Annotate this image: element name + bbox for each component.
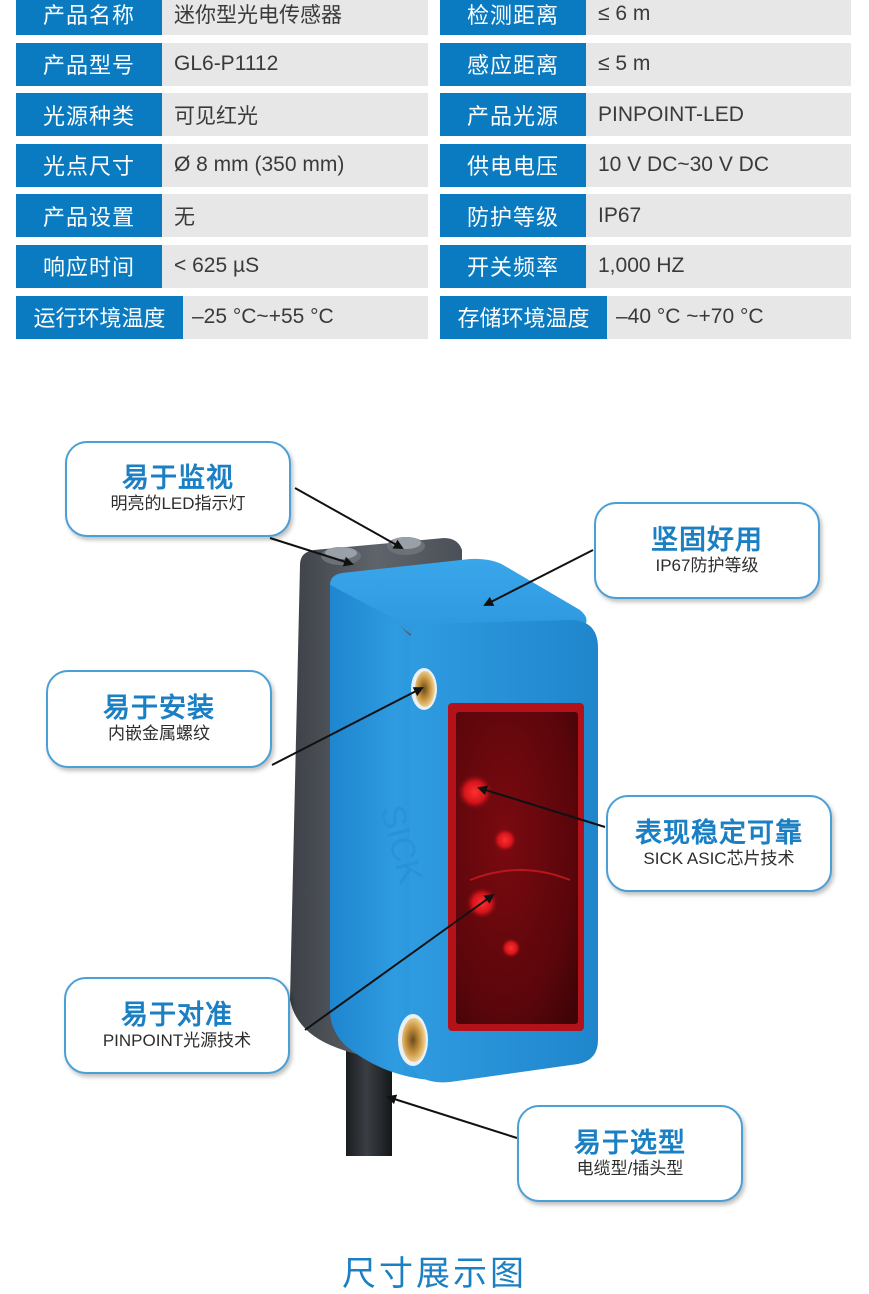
spec-label: 存储环境温度 — [440, 295, 607, 339]
spec-value: –25 °C~+55 °C — [192, 305, 334, 329]
callout-subtitle: PINPOINT光源技术 — [102, 1030, 252, 1050]
spec-row-light-source: 产品光源 PINPOINT-LED — [440, 93, 851, 137]
spec-row-storage-temp: 存储环境温度 –40 °C ~+70 °C — [440, 295, 851, 339]
callout-subtitle: IP67防护等级 — [655, 555, 759, 575]
spec-row-supply-voltage: 供电电压 10 V DC~30 V DC — [440, 143, 851, 187]
callout-easy-install: 易于安装 内嵌金属螺纹 — [46, 670, 272, 768]
callout-title: 易于选型 — [574, 1127, 686, 1159]
callout-title: 易于安装 — [103, 693, 215, 725]
callout-subtitle: 内嵌金属螺纹 — [108, 724, 210, 744]
spec-label: 产品名称 — [16, 0, 162, 35]
callout-title: 易于监视 — [122, 463, 234, 495]
callout-stable-reliable: 表现稳定可靠 SICK ASIC芯片技术 — [606, 795, 832, 892]
spec-value: GL6-P1112 — [174, 52, 279, 76]
spec-value: ≤ 5 m — [598, 52, 651, 76]
spec-value: 迷你型光电传感器 — [174, 3, 342, 27]
spec-value: 10 V DC~30 V DC — [598, 153, 769, 177]
spec-value: < 625 µS — [174, 254, 260, 278]
callout-easy-monitoring: 易于监视 明亮的LED指示灯 — [65, 441, 291, 537]
spec-value: 可见红光 — [174, 104, 258, 128]
spec-row-detection-distance: 检测距离 ≤ 6 m — [440, 0, 851, 35]
spec-value: 1,000 HZ — [598, 254, 685, 278]
spec-table-right: 检测距离 ≤ 6 m 感应距离 ≤ 5 m 产品光源 PINPOINT-LED … — [440, 0, 851, 346]
sick-logo-emboss: SICK — [373, 801, 430, 888]
callout-easy-selection: 易于选型 电缆型/插头型 — [517, 1105, 743, 1202]
spec-label: 产品光源 — [440, 93, 586, 137]
callout-subtitle: 电缆型/插头型 — [576, 1158, 684, 1178]
spec-label: 光点尺寸 — [16, 143, 162, 187]
spec-label: 响应时间 — [16, 244, 162, 288]
callout-subtitle: 明亮的LED指示灯 — [110, 494, 246, 514]
spec-row-protection-rating: 防护等级 IP67 — [440, 194, 851, 238]
callout-easy-alignment: 易于对准 PINPOINT光源技术 — [64, 977, 290, 1074]
spec-label: 防护等级 — [440, 194, 586, 238]
callout-title: 表现稳定可靠 — [635, 817, 803, 849]
spec-row-operating-temp: 运行环境温度 –25 °C~+55 °C — [16, 295, 428, 339]
callout-title: 易于对准 — [121, 999, 233, 1031]
spec-row-response-time: 响应时间 < 625 µS — [16, 244, 428, 288]
spec-label: 产品设置 — [16, 194, 162, 238]
spec-row-settings: 产品设置 无 — [16, 194, 428, 238]
spec-row-product-name: 产品名称 迷你型光电传感器 — [16, 0, 428, 35]
spec-row-switching-frequency: 开关频率 1,000 HZ — [440, 244, 851, 288]
spec-label: 感应距离 — [440, 42, 586, 86]
callout-subtitle: SICK ASIC芯片技术 — [643, 848, 795, 868]
spec-value: ≤ 6 m — [598, 1, 651, 25]
spec-value: –40 °C ~+70 °C — [616, 305, 764, 329]
spec-value: IP67 — [598, 203, 642, 227]
spec-row-light-type: 光源种类 可见红光 — [16, 93, 428, 137]
spec-value: Ø 8 mm (350 mm) — [174, 153, 345, 177]
spec-label: 光源种类 — [16, 93, 162, 137]
spec-row-sensing-distance: 感应距离 ≤ 5 m — [440, 42, 851, 86]
spec-row-model: 产品型号 GL6-P1112 — [16, 42, 428, 86]
spec-label: 产品型号 — [16, 42, 162, 86]
spec-label: 供电电压 — [440, 143, 586, 187]
callout-durable: 坚固好用 IP67防护等级 — [594, 502, 820, 599]
spec-value: PINPOINT-LED — [598, 102, 744, 126]
spec-table-left: 产品名称 迷你型光电传感器 产品型号 GL6-P1112 光源种类 可见红光 光… — [16, 0, 428, 346]
spec-row-spot-size: 光点尺寸 Ø 8 mm (350 mm) — [16, 143, 428, 187]
section-title-dimensions: 尺寸展示图 — [342, 1254, 527, 1294]
spec-label: 运行环境温度 — [16, 295, 183, 339]
callout-title: 坚固好用 — [651, 524, 763, 556]
spec-label: 检测距离 — [440, 0, 586, 35]
spec-value: 无 — [174, 205, 195, 229]
spec-label: 开关频率 — [440, 244, 586, 288]
